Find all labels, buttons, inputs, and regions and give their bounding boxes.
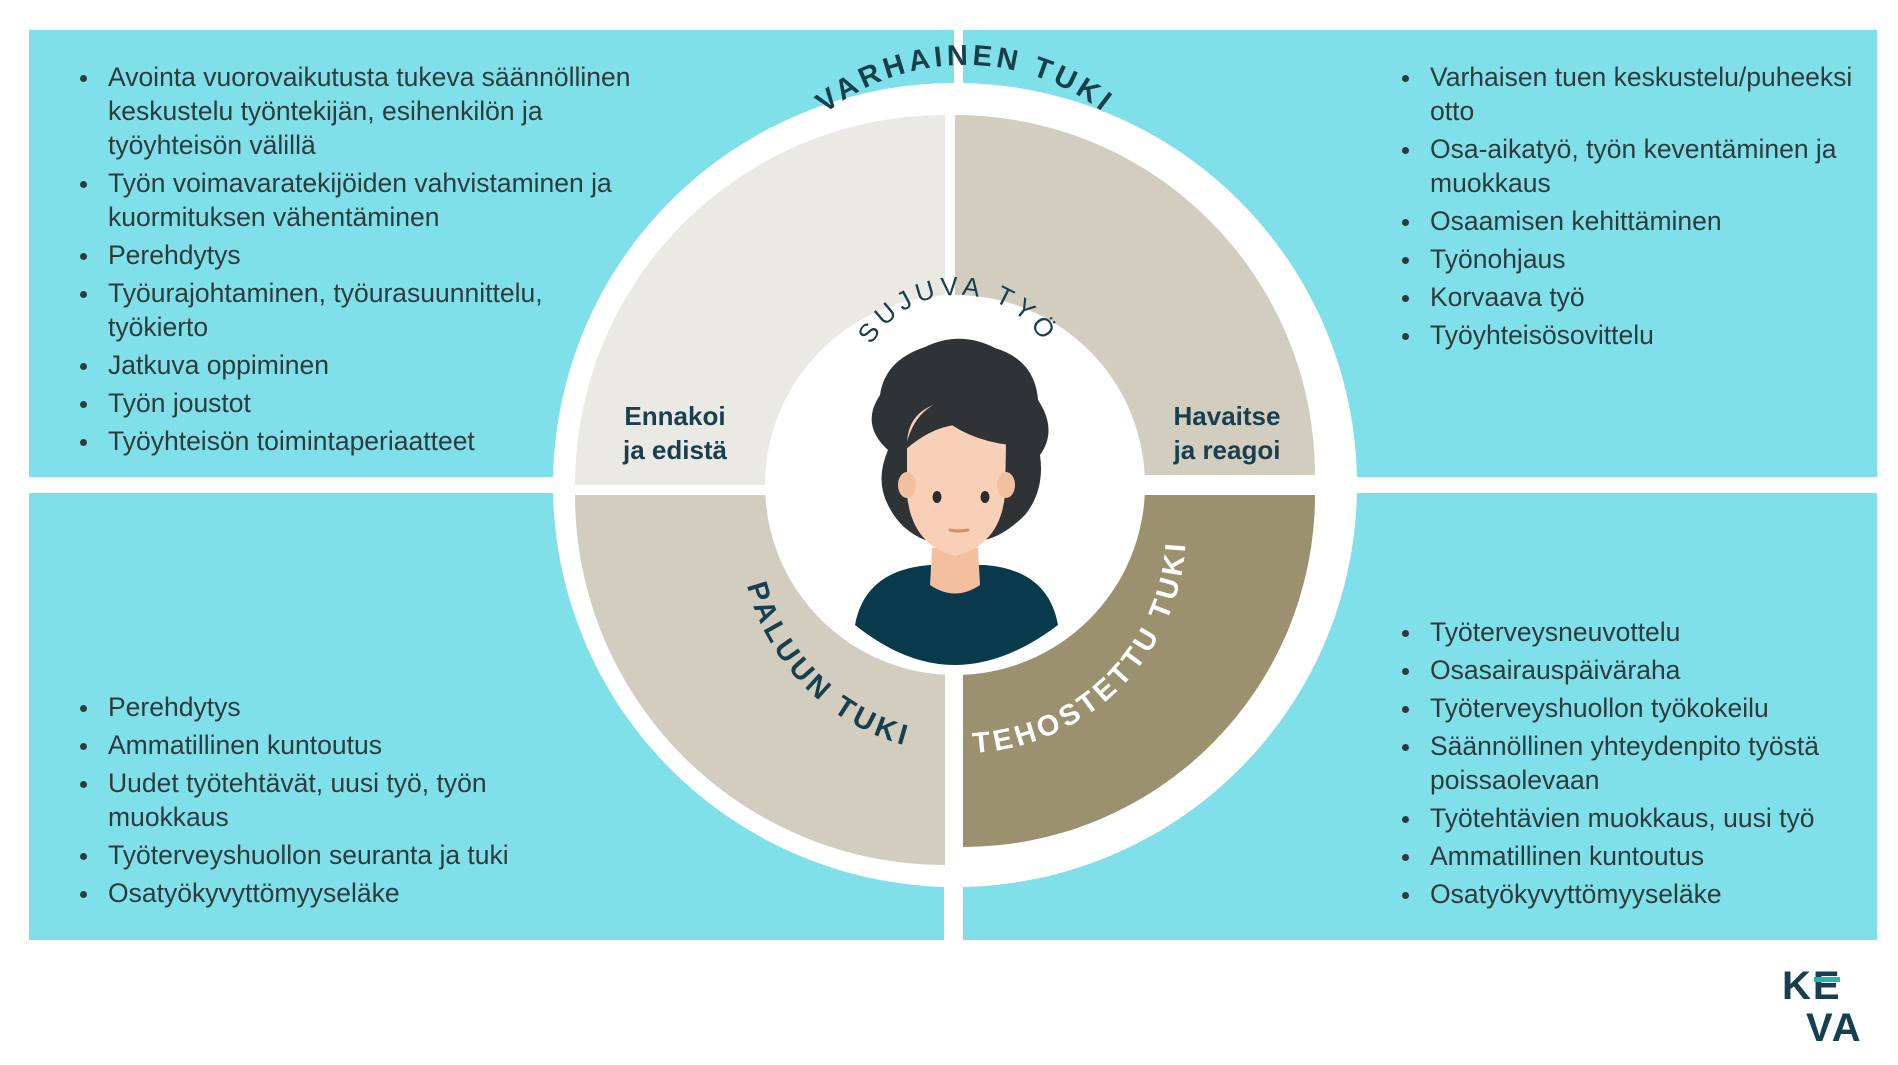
list-item: Työn joustot bbox=[78, 386, 638, 420]
top-left-list: Avointa vuorovaikutusta tukeva säännölli… bbox=[78, 60, 638, 462]
list-item: Korvaava työ bbox=[1400, 280, 1870, 314]
list-item: Ammatillinen kuntoutus bbox=[1400, 839, 1870, 873]
side-label-left-1: Ennakoi bbox=[624, 401, 725, 431]
list-item: Varhaisen tuen keskustelu/puheeksi otto bbox=[1400, 60, 1870, 128]
side-label-left-2: ja edistä bbox=[622, 435, 728, 465]
list-item: Työterveyshuollon työkokeilu bbox=[1400, 691, 1870, 725]
keva-logo: KE VA bbox=[1782, 965, 1863, 1045]
list-item: Säännöllinen yhteydenpito työstä poissao… bbox=[1400, 729, 1870, 797]
list-item: Työnohjaus bbox=[1400, 242, 1870, 276]
list-item: Työtehtävien muokkaus, uusi työ bbox=[1400, 801, 1870, 835]
list-item: Työurajohtaminen, työurasuunnittelu, työ… bbox=[78, 276, 638, 344]
svg-text:VA: VA bbox=[1806, 1006, 1863, 1045]
bottom-right-list: Työterveysneuvottelu Osasairauspäiväraha… bbox=[1400, 615, 1870, 915]
svg-text:KE: KE bbox=[1782, 965, 1842, 1008]
person-avatar-icon bbox=[855, 338, 1058, 665]
list-item: Jatkuva oppiminen bbox=[78, 348, 638, 382]
side-label-right-1: Havaitse bbox=[1174, 401, 1281, 431]
list-item: Perehdytys bbox=[78, 238, 638, 272]
list-item: Ammatillinen kuntoutus bbox=[78, 728, 598, 762]
bottom-left-list: Perehdytys Ammatillinen kuntoutus Uudet … bbox=[78, 690, 598, 914]
list-item: Työyhteisösovittelu bbox=[1400, 318, 1870, 352]
side-label-right-2: ja reagoi bbox=[1173, 435, 1281, 465]
list-item: Osatyökyvyttömyyseläke bbox=[78, 876, 598, 910]
list-item: Avointa vuorovaikutusta tukeva säännölli… bbox=[78, 60, 638, 162]
list-item: Osa-aikatyö, työn keventäminen ja muokka… bbox=[1400, 132, 1870, 200]
list-item: Perehdytys bbox=[78, 690, 598, 724]
list-item: Työn voimavaratekijöiden vahvistaminen j… bbox=[78, 166, 638, 234]
top-right-list: Varhaisen tuen keskustelu/puheeksi otto … bbox=[1400, 60, 1870, 356]
list-item: Uudet työtehtävät, uusi työ, työn muokka… bbox=[78, 766, 598, 834]
list-item: Osatyökyvyttömyyseläke bbox=[1400, 877, 1870, 911]
list-item: Osasairauspäiväraha bbox=[1400, 653, 1870, 687]
list-item: Osaamisen kehittäminen bbox=[1400, 204, 1870, 238]
list-item: Työterveysneuvottelu bbox=[1400, 615, 1870, 649]
list-item: Työyhteisön toimintaperiaatteet bbox=[78, 424, 638, 458]
list-item: Työterveyshuollon seuranta ja tuki bbox=[78, 838, 598, 872]
